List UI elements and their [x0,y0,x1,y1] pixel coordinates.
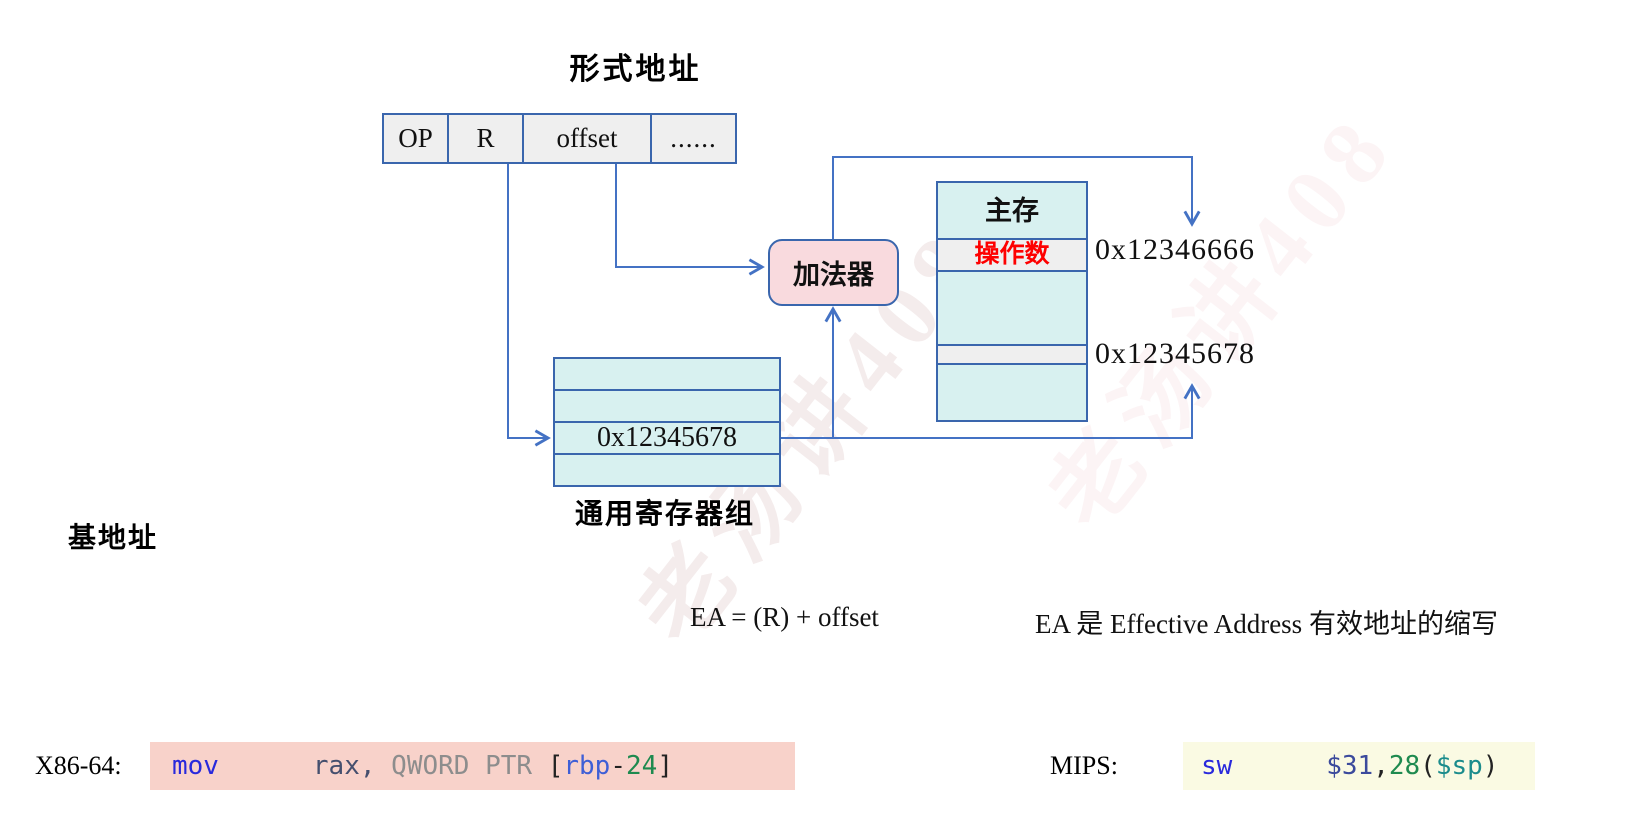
x86-size-specifier: QWORD PTR [391,751,533,781]
x86-mnemonic: mov [172,751,219,781]
mips-mnemonic: sw [1201,751,1233,781]
instruction-word: OP R offset ...... [382,113,737,164]
x86-displacement: 24 [626,751,658,781]
register-row-base: 0x12345678 [555,421,779,453]
mips-code: sw $31,28($sp) [1183,742,1535,790]
field-r: R [447,115,522,162]
field-op: OP [384,115,447,162]
register-row [555,389,779,421]
mips-src-register: $31 [1326,751,1374,781]
x86-minus: - [610,751,626,781]
x86-label: X86-64: [35,751,122,780]
memory-blank-region [938,270,1086,344]
wire-offset-to-adder [615,164,765,276]
x86-dest-register: rax, [312,751,376,781]
formal-address-label: 形式地址 [569,53,702,86]
base-address-value: 0x12345678 [1095,337,1255,370]
field-offset: offset [522,115,650,162]
memory-blank-region-2 [938,363,1086,420]
adder-label: 加法器 [793,260,874,290]
mips-base-register: $sp [1435,751,1483,781]
base-address-label: 基地址 [68,523,159,554]
register-file-label: 通用寄存器组 [574,499,755,530]
x86-code: mov rax, QWORD PTR [rbp-24] [150,742,795,790]
mips-spacing [1232,751,1326,781]
x86-bracket-open: [ [547,751,564,781]
ea-formula: EA = (R) + offset [690,602,879,632]
x86-spacing [532,751,548,781]
ea-formula-note: EA 是 Effective Address 有效地址的缩写 [1035,609,1498,639]
register-row [555,359,779,389]
x86-bracket-close: ] [657,751,673,781]
register-file: 0x12345678 [553,357,781,487]
mips-label: MIPS: [1050,751,1118,780]
effective-address-value: 0x12346666 [1095,233,1255,266]
main-memory: 主存 操作数 [936,181,1088,422]
adder-box: 加法器 [768,239,899,306]
memory-operand-cell: 操作数 [938,238,1086,270]
field-ellipsis: ...... [650,115,735,162]
x86-spacing [376,751,392,781]
memory-title: 主存 [938,183,1086,238]
mips-paren-open: ( [1420,751,1436,781]
mips-offset: 28 [1388,751,1421,781]
x86-base-register: rbp [563,751,611,781]
register-row [555,453,779,485]
mips-paren-close: ) [1482,751,1499,781]
memory-base-cell [938,344,1086,363]
wire-r-to-register [507,164,551,447]
mips-comma: , [1373,751,1389,781]
x86-spacing [219,751,313,781]
